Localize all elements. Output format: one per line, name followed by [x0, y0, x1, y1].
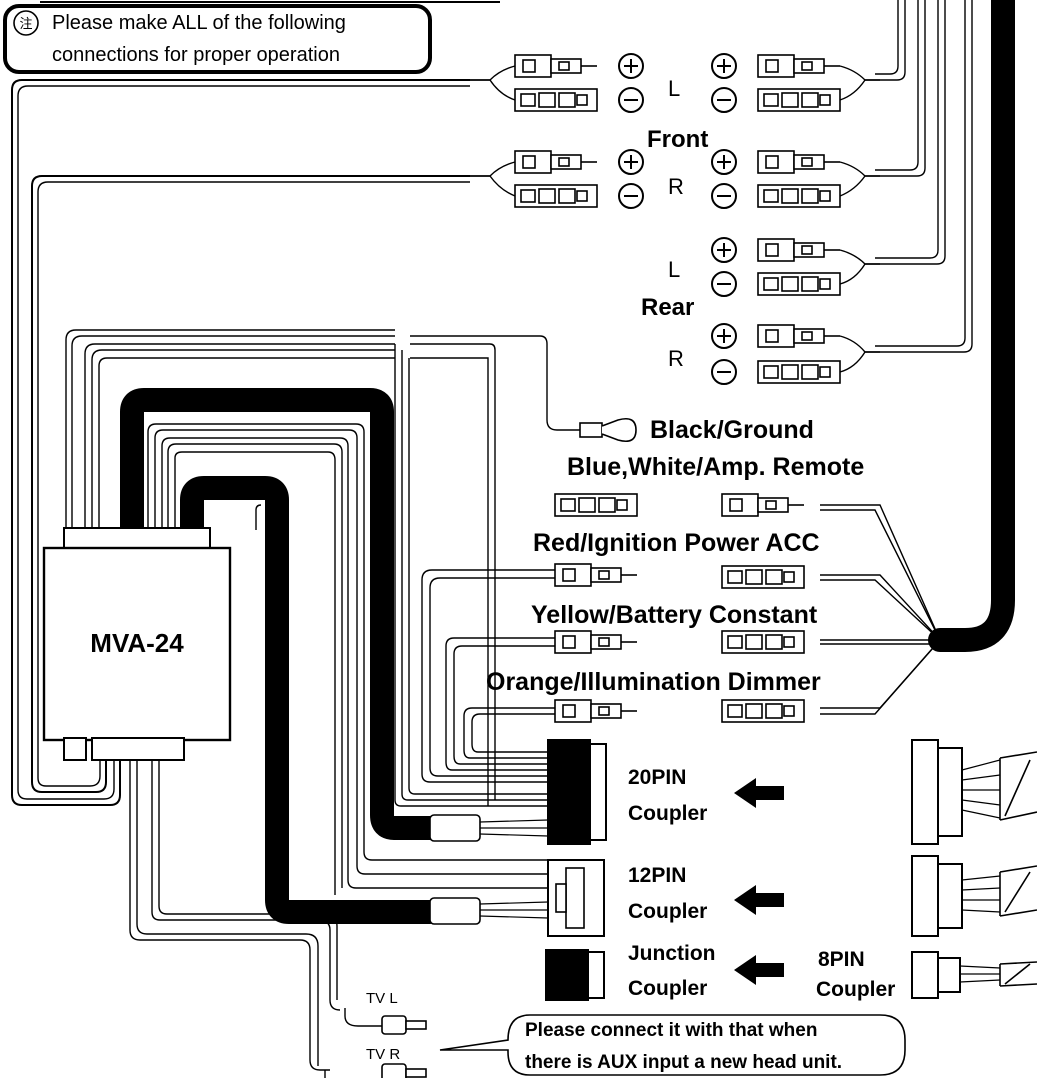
speaker-plug-right-0 [757, 54, 840, 78]
coupler-12pin-line2: Coupler [628, 900, 707, 923]
speaker-plug-right-4 [757, 238, 840, 262]
power-plug-right-1 [721, 565, 805, 589]
arrow-20pin-icon [734, 778, 784, 808]
power-fanout [820, 504, 941, 715]
head-unit-coupler-12pin [911, 855, 1037, 937]
coupler-12pin [429, 859, 605, 937]
coupler-8pin-line2: Coupler [816, 978, 895, 1001]
left-return-wires [11, 79, 470, 806]
power-plug-right-0 [721, 493, 804, 517]
aux-callout: Please connect it with that when there i… [439, 1014, 906, 1076]
coupler-20pin-line1: 20PIN [628, 766, 686, 789]
coupler-junction-line2: Coupler [628, 977, 707, 1000]
battery-label: Yellow/Battery Constant [531, 601, 818, 629]
module-top-wires [65, 329, 580, 806]
tv-rca-wires [129, 760, 382, 1078]
speaker-plug-right-5 [757, 272, 841, 296]
speaker-plug-right-7 [757, 360, 841, 384]
module-inner-wires [147, 344, 555, 895]
minus-icon-right-3 [711, 183, 737, 209]
plus-icon-left-2 [618, 149, 644, 175]
plus-icon-right-6 [711, 323, 737, 349]
plus-icon-left-0 [618, 53, 644, 79]
speaker-plug-right-2 [757, 150, 840, 174]
minus-icon-right-7 [711, 359, 737, 385]
front-left-label: L [668, 76, 680, 101]
power-plug-left-0 [554, 493, 638, 517]
power-plug-left-3 [554, 699, 637, 723]
harness-loop-12pin [180, 476, 442, 924]
head-unit-coupler-8pin [911, 951, 1037, 999]
ground-label: Black/Ground [650, 416, 814, 444]
polarity-symbols [618, 53, 737, 385]
power-plugs [554, 493, 805, 723]
speaker-plugs [514, 54, 841, 384]
head-unit-coupler-20pin [911, 739, 1037, 845]
amp-remote-label: Blue,White/Amp. Remote [567, 453, 864, 481]
minus-icon-right-1 [711, 87, 737, 113]
power-plug-right-2 [721, 630, 805, 654]
rear-left-label: L [668, 257, 680, 282]
tv-right-plug [381, 1063, 427, 1078]
arrow-12pin-icon [734, 885, 784, 915]
minus-icon-left-3 [618, 183, 644, 209]
power-plug-right-3 [721, 699, 805, 723]
speaker-plug-left-3 [514, 184, 598, 208]
power-plug-left-1 [554, 563, 637, 587]
caution-icon-glyph: 注 [19, 16, 32, 31]
speaker-connectors [470, 65, 880, 373]
plus-icon-right-2 [711, 149, 737, 175]
module-name: MVA-24 [90, 628, 184, 658]
tv-right-label: TV R [366, 1046, 400, 1063]
coupler-junction-line1: Junction [628, 942, 716, 965]
minus-icon-right-5 [711, 271, 737, 297]
minus-icon-left-1 [618, 87, 644, 113]
harness-loop-20pin [120, 388, 442, 840]
coupler-junction [545, 949, 605, 1001]
speaker-plug-left-0 [514, 54, 597, 78]
aux-note-line2: there is AUX input a new head unit. [525, 1052, 842, 1073]
arrow-junction-icon [734, 955, 784, 985]
plus-icon-right-4 [711, 237, 737, 263]
tv-left-plug [381, 1015, 427, 1035]
plus-icon-right-0 [711, 53, 737, 79]
note-line-2: connections for proper operation [52, 44, 340, 66]
ignition-label: Red/Ignition Power ACC [533, 529, 820, 557]
mva24-module: MVA-24 [42, 527, 232, 761]
caution-icon: 注 [13, 10, 39, 36]
speaker-leads-right [875, 0, 973, 353]
ground-lug [579, 417, 637, 443]
coupler-20pin-line2: Coupler [628, 802, 707, 825]
rear-right-label: R [668, 346, 684, 371]
front-right-label: R [668, 174, 684, 199]
speaker-plug-right-3 [757, 184, 841, 208]
front-label: Front [647, 126, 708, 153]
tv-left-label: TV L [366, 990, 398, 1007]
speaker-plug-right-1 [757, 88, 841, 112]
main-harness [928, 0, 1015, 652]
power-plug-left-2 [554, 630, 637, 654]
coupler-8pin-line1: 8PIN [818, 948, 865, 971]
rear-label: Rear [641, 294, 694, 321]
speaker-plug-right-6 [757, 324, 840, 348]
speaker-plug-left-2 [514, 150, 597, 174]
coupler-20pin [429, 739, 607, 845]
caution-note: 注 Please make ALL of the following conne… [3, 1, 500, 74]
dimmer-label: Orange/Illumination Dimmer [486, 668, 821, 696]
speaker-plug-left-1 [514, 88, 598, 112]
note-line-1: Please make ALL of the following [52, 12, 346, 34]
coupler-12pin-line1: 12PIN [628, 864, 686, 887]
aux-note-line1: Please connect it with that when [525, 1020, 817, 1041]
